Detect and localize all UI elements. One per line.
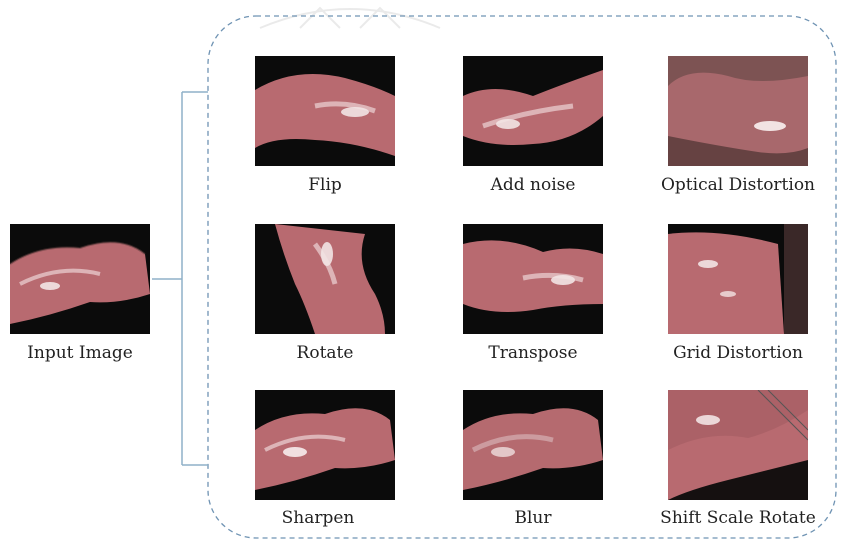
blur-label: Blur [463, 508, 603, 528]
blur-image [463, 390, 603, 500]
sharpen-image [255, 390, 395, 500]
grid-distortion-image [668, 224, 808, 334]
flip-label: Flip [255, 175, 395, 195]
transpose-label: Transpose [463, 343, 603, 363]
optical-distortion-label: Optical Distortion [660, 175, 816, 195]
optical-distortion-image [668, 56, 808, 166]
transpose-image [463, 224, 603, 334]
shift-scale-rotate-label: Shift Scale Rotate [660, 508, 816, 528]
add-noise-label: Add noise [463, 175, 603, 195]
sharpen-label: Sharpen [248, 508, 388, 528]
rotate-image [255, 224, 395, 334]
input-image [10, 224, 150, 334]
add-noise-image [463, 56, 603, 166]
input-image-label: Input Image [10, 343, 150, 363]
flip-image [255, 56, 395, 166]
rotate-label: Rotate [255, 343, 395, 363]
shift-scale-rotate-image [668, 390, 808, 500]
grid-distortion-label: Grid Distortion [660, 343, 816, 363]
